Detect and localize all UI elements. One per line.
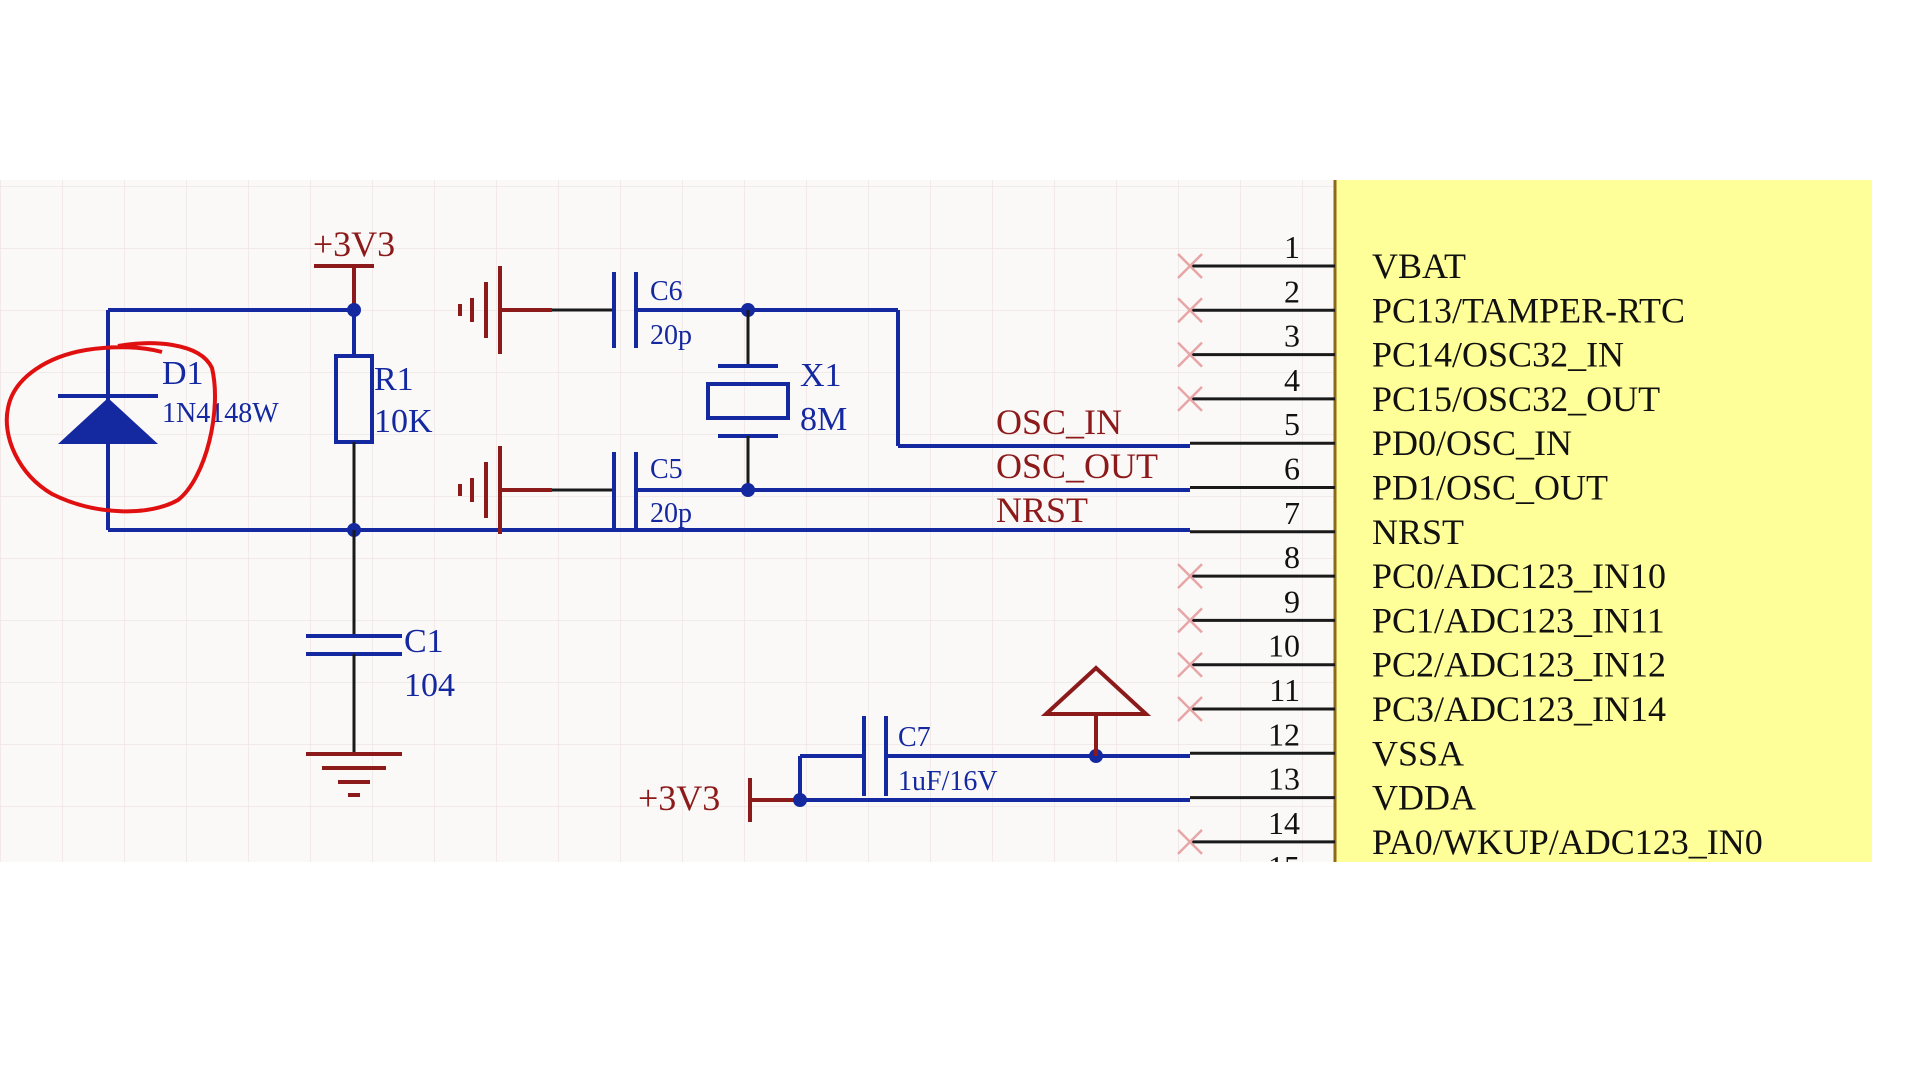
no-connect-mark-4-1 xyxy=(1177,386,1203,412)
pin-number-5: 5 xyxy=(1284,406,1300,442)
ic-pins: 1 VBAT 2 PC13/TAMPER-RTC 3 PC14/OSC32_IN 4 PC15… xyxy=(1177,229,1763,898)
no-connect-mark-10-1 xyxy=(1177,651,1203,678)
no-connect-mark-2-1 xyxy=(1177,297,1203,324)
pin-name-6: PD1/OSC_OUT xyxy=(1372,468,1608,508)
reset-circuit: +3V3 D1 1N4148W R1 10K C1 104 xyxy=(4,224,1190,797)
d1-anode-triangle xyxy=(58,398,158,444)
pin-number-4: 4 xyxy=(1284,362,1300,398)
r1-value: 10K xyxy=(374,403,433,440)
pin-name-3: PC14/OSC32_IN xyxy=(1372,335,1624,375)
pin-name-13: VDDA xyxy=(1372,778,1476,818)
pin-number-9: 9 xyxy=(1284,583,1300,619)
r1-ref: R1 xyxy=(374,361,414,398)
pin-name-1: VBAT xyxy=(1372,246,1466,286)
pin-number-11: 11 xyxy=(1269,672,1300,708)
analog-ground-triangle xyxy=(1040,665,1152,716)
pin-name-10: PC2/ADC123_IN12 xyxy=(1372,645,1666,685)
pin-number-13: 13 xyxy=(1268,761,1300,797)
c7-value: 1uF/16V xyxy=(898,766,998,797)
x1-body xyxy=(706,382,790,420)
ic-body xyxy=(1335,180,1872,862)
no-connect-mark-15-0 xyxy=(1178,874,1202,898)
pin-name-2: PC13/TAMPER-RTC xyxy=(1372,290,1685,330)
pin-name-11: PC3/ADC123_IN14 xyxy=(1372,689,1666,729)
no-connect-mark-15-1 xyxy=(1178,874,1202,898)
highlight-circle xyxy=(4,341,217,514)
pin-name-9: PC1/ADC123_IN11 xyxy=(1372,600,1665,640)
pin-name-7: NRST xyxy=(1372,512,1464,552)
no-connect-mark-8-1 xyxy=(1177,563,1203,589)
c1-value: 104 xyxy=(404,667,455,704)
oscillator-circuit: C6 20p OSC_IN X1 8M C5 20p OSC_OUT NRST xyxy=(458,266,1190,534)
d1-value: 1N4148W xyxy=(162,398,279,429)
sheet-grid xyxy=(0,180,1335,862)
pin-number-8: 8 xyxy=(1284,539,1300,575)
pin-name-5: PD0/OSC_IN xyxy=(1372,423,1572,463)
net-label-nrst: NRST xyxy=(996,490,1088,530)
pin-number-7: 7 xyxy=(1284,495,1300,531)
pin-name-4: PC15/OSC32_OUT xyxy=(1372,379,1660,419)
pin-number-2: 2 xyxy=(1284,273,1300,309)
pin-number-6: 6 xyxy=(1284,451,1300,487)
pin-name-12: VSSA xyxy=(1372,733,1464,773)
c1-ref: C1 xyxy=(404,623,444,660)
pin-number-3: 3 xyxy=(1284,318,1300,354)
net-label-osc-in: OSC_IN xyxy=(996,402,1122,442)
no-connect-mark-1-1 xyxy=(1177,253,1203,279)
no-connect-mark-14-1 xyxy=(1177,829,1203,855)
no-connect-mark-3-1 xyxy=(1177,341,1203,368)
c6-ref: C6 xyxy=(650,276,683,307)
no-connect-mark-9-1 xyxy=(1177,607,1203,634)
x1-value: 8M xyxy=(800,401,847,438)
pin-name-14: PA0/WKUP/ADC123_IN0 xyxy=(1372,822,1763,862)
pin-number-15: 15 xyxy=(1268,849,1300,885)
net-label-osc-out: OSC_OUT xyxy=(996,446,1158,486)
pin-number-10: 10 xyxy=(1268,628,1300,664)
pin-name-8: PC0/ADC123_IN10 xyxy=(1372,556,1666,596)
pin-number-1: 1 xyxy=(1284,229,1300,265)
d1-ref: D1 xyxy=(162,355,204,392)
pin-number-14: 14 xyxy=(1268,805,1300,841)
no-connect-mark-11-1 xyxy=(1177,696,1203,722)
analog-supply-circuit: +3V3 C7 1uF/16V xyxy=(638,665,1190,822)
pin-number-12: 12 xyxy=(1268,716,1300,752)
c7-ref: C7 xyxy=(898,722,931,753)
c6-value: 20p xyxy=(650,320,692,351)
power-label-top: +3V3 xyxy=(313,224,395,264)
c5-ref: C5 xyxy=(650,454,683,485)
power-label-left: +3V3 xyxy=(638,778,720,818)
x1-ref: X1 xyxy=(800,357,842,394)
c5-value: 20p xyxy=(650,498,692,529)
